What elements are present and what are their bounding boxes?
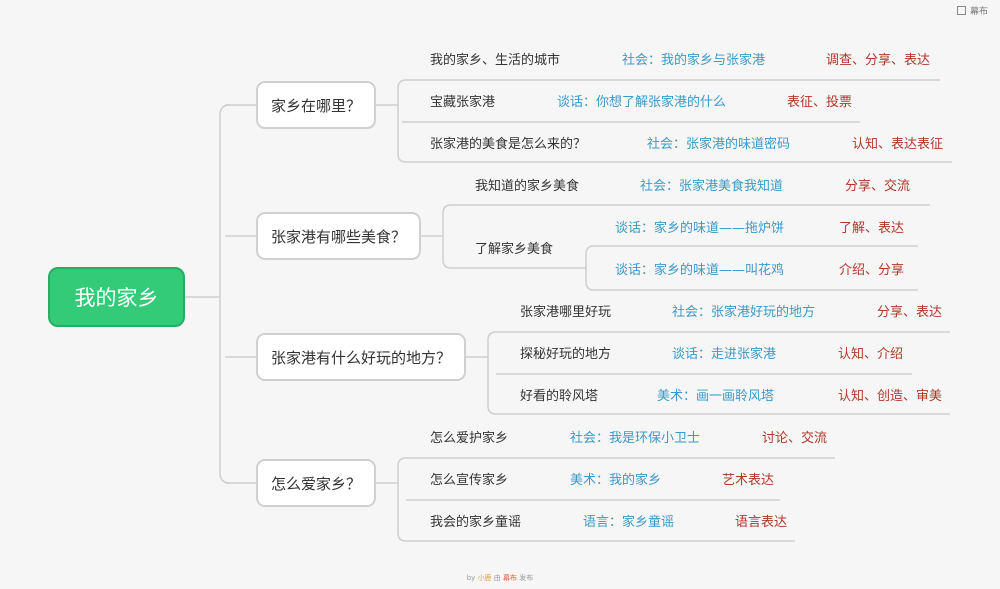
lesson-text: 社会：张家港美食我知道	[640, 179, 784, 194]
lesson-text: 谈话：家乡的味道——拖炉饼	[615, 221, 785, 236]
footer-author[interactable]: 小鹿	[477, 574, 492, 582]
lesson-text: 谈话：走进张家港	[672, 347, 777, 362]
footer-published: 发布	[519, 574, 534, 582]
goal-text: 语言表达	[735, 515, 788, 530]
goal-text: 艺术表达	[722, 473, 775, 488]
lesson-text: 美术：画一画聆风塔	[657, 389, 775, 404]
lesson-text: 社会：我的家乡与张家港	[622, 53, 766, 68]
branch-label: 张家港有哪些美食？	[270, 227, 406, 246]
topic-text: 我会的家乡童谣	[430, 515, 522, 530]
lesson-text: 美术：我的家乡	[570, 473, 662, 488]
topic-text: 宝藏张家港	[430, 95, 496, 110]
goal-text: 了解、表达	[839, 221, 905, 236]
lesson-text: 社会：我是环保小卫士	[570, 431, 701, 446]
lesson-text: 社会：张家港好玩的地方	[672, 305, 816, 320]
branch-label: 家乡在哪里？	[270, 96, 361, 115]
lesson-text: 语言：家乡童谣	[583, 515, 675, 530]
topic-text: 张家港哪里好玩	[520, 305, 612, 320]
footer-via: 由	[493, 574, 501, 582]
fullscreen-icon[interactable]	[956, 6, 966, 15]
goal-text: 认知、表达表征	[852, 137, 944, 152]
topic-text: 我知道的家乡美食	[475, 179, 580, 194]
branch-spine	[487, 331, 497, 415]
root-label: 我的家乡	[74, 286, 159, 310]
topic-text: 怎么爱护家乡	[430, 431, 509, 446]
goal-text: 介绍、分享	[839, 263, 905, 278]
goal-text: 分享、表达	[877, 305, 943, 320]
lesson-text: 社会：张家港的味道密码	[647, 137, 791, 152]
sub-spine	[585, 245, 595, 291]
branch-spine	[397, 457, 407, 542]
branch-label: 张家港有什么好玩的地方？	[270, 348, 451, 367]
branch-node-love[interactable]: 怎么爱家乡？	[256, 459, 376, 507]
topic-text: 了解家乡美食	[475, 242, 554, 257]
goal-text: 认知、创造、审美	[838, 389, 943, 404]
topbar[interactable]: 幕布	[956, 4, 988, 17]
topic-text: 探秘好玩的地方	[520, 347, 612, 362]
topic-text: 怎么宣传家乡	[430, 473, 509, 488]
footer-by: by	[466, 574, 476, 582]
lesson-text: 谈话：你想了解张家港的什么	[557, 95, 727, 110]
root-node[interactable]: 我的家乡	[48, 267, 185, 327]
root-spine	[219, 104, 231, 484]
branch-node-food[interactable]: 张家港有哪些美食？	[256, 212, 421, 260]
footer-credit: by 小鹿 由 幕布 发布	[0, 573, 1000, 583]
topic-text: 我的家乡、生活的城市	[430, 53, 561, 68]
goal-text: 表征、投票	[787, 95, 853, 110]
branch-node-where[interactable]: 家乡在哪里？	[256, 81, 376, 129]
lesson-text: 谈话：家乡的味道——叫花鸡	[615, 263, 785, 278]
topic-text: 好看的聆风塔	[520, 389, 599, 404]
topbar-label: 幕布	[969, 7, 988, 17]
goal-text: 讨论、交流	[762, 431, 828, 446]
goal-text: 认知、介绍	[838, 347, 904, 362]
branch-label: 怎么爱家乡？	[270, 474, 361, 493]
topic-text: 张家港的美食是怎么来的？	[430, 137, 587, 152]
footer-brand[interactable]: 幕布	[503, 574, 518, 582]
goal-text: 调查、分享、表达	[826, 53, 931, 68]
branch-spine	[442, 204, 452, 269]
branch-node-places[interactable]: 张家港有什么好玩的地方？	[256, 333, 466, 381]
branch-spine	[397, 79, 407, 163]
goal-text: 分享、交流	[845, 179, 911, 194]
